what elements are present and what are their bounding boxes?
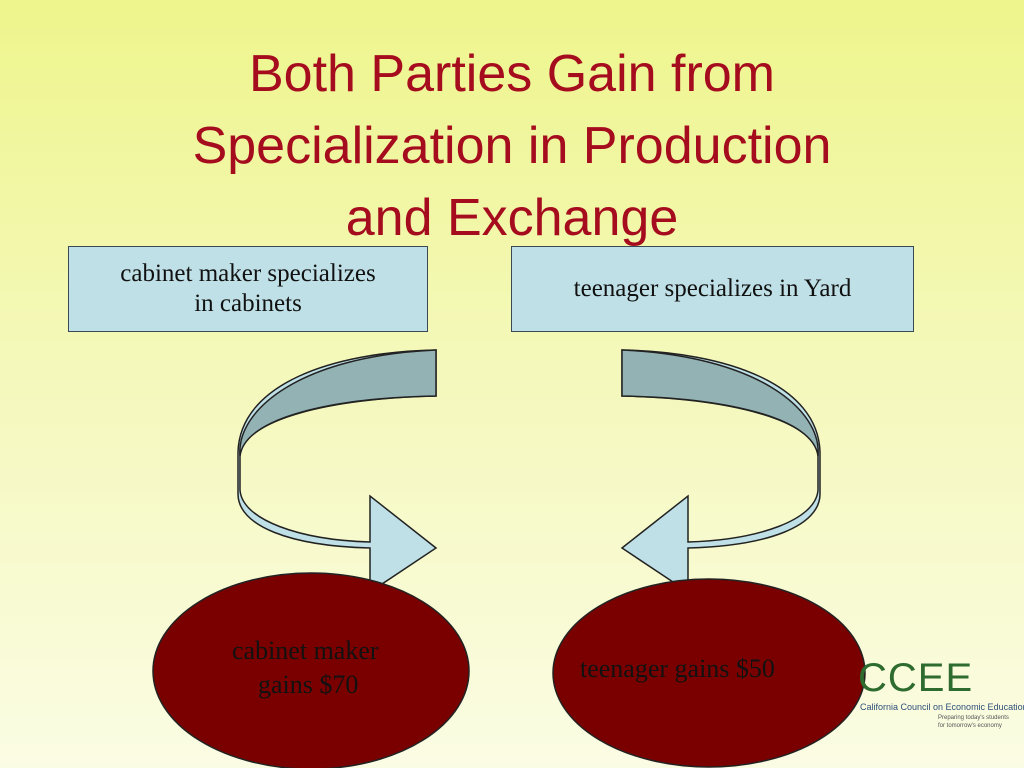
curved-arrow-left-icon — [620, 349, 821, 594]
cabinet-maker-gain-line-1: cabinet maker — [232, 636, 379, 665]
title-line-3: and Exchange — [345, 189, 679, 247]
cabinet-maker-box-line-2: in cabinets — [194, 290, 302, 317]
cabinet-maker-box: cabinet maker specializes in cabinets — [68, 246, 428, 332]
cabinet-maker-gain-text: cabinet maker gains $70 — [232, 634, 442, 702]
cabinet-maker-gain-oval — [152, 572, 470, 768]
teenager-box: teenager specializes in Yard — [511, 246, 914, 332]
teenager-gain-text: teenager gains $50 — [580, 654, 775, 683]
slide-title: Both Parties Gain from Specialization in… — [0, 38, 1024, 254]
ccee-logo: CCEE California Council on Economic Educ… — [858, 656, 1024, 736]
cabinet-maker-gain-line-2: gains $70 — [258, 670, 359, 699]
teenager-box-label: teenager specializes in Yard — [573, 275, 852, 302]
logo-mark: CCEE — [858, 656, 974, 700]
teenager-gain-oval — [552, 578, 866, 768]
logo-name: California Council on Economic Education — [860, 702, 1024, 712]
title-line-2: Specialization in Production — [192, 117, 832, 175]
logo-tagline-line-1: Preparing today's students — [938, 715, 1009, 721]
curved-arrow-right-icon — [237, 349, 438, 594]
logo-tagline: Preparing today's students for tomorrow'… — [938, 714, 1018, 730]
cabinet-maker-box-line-1: cabinet maker specializes — [120, 260, 376, 287]
title-line-1: Both Parties Gain from — [249, 45, 775, 103]
logo-tagline-line-2: for tomorrow's economy — [938, 723, 1002, 729]
